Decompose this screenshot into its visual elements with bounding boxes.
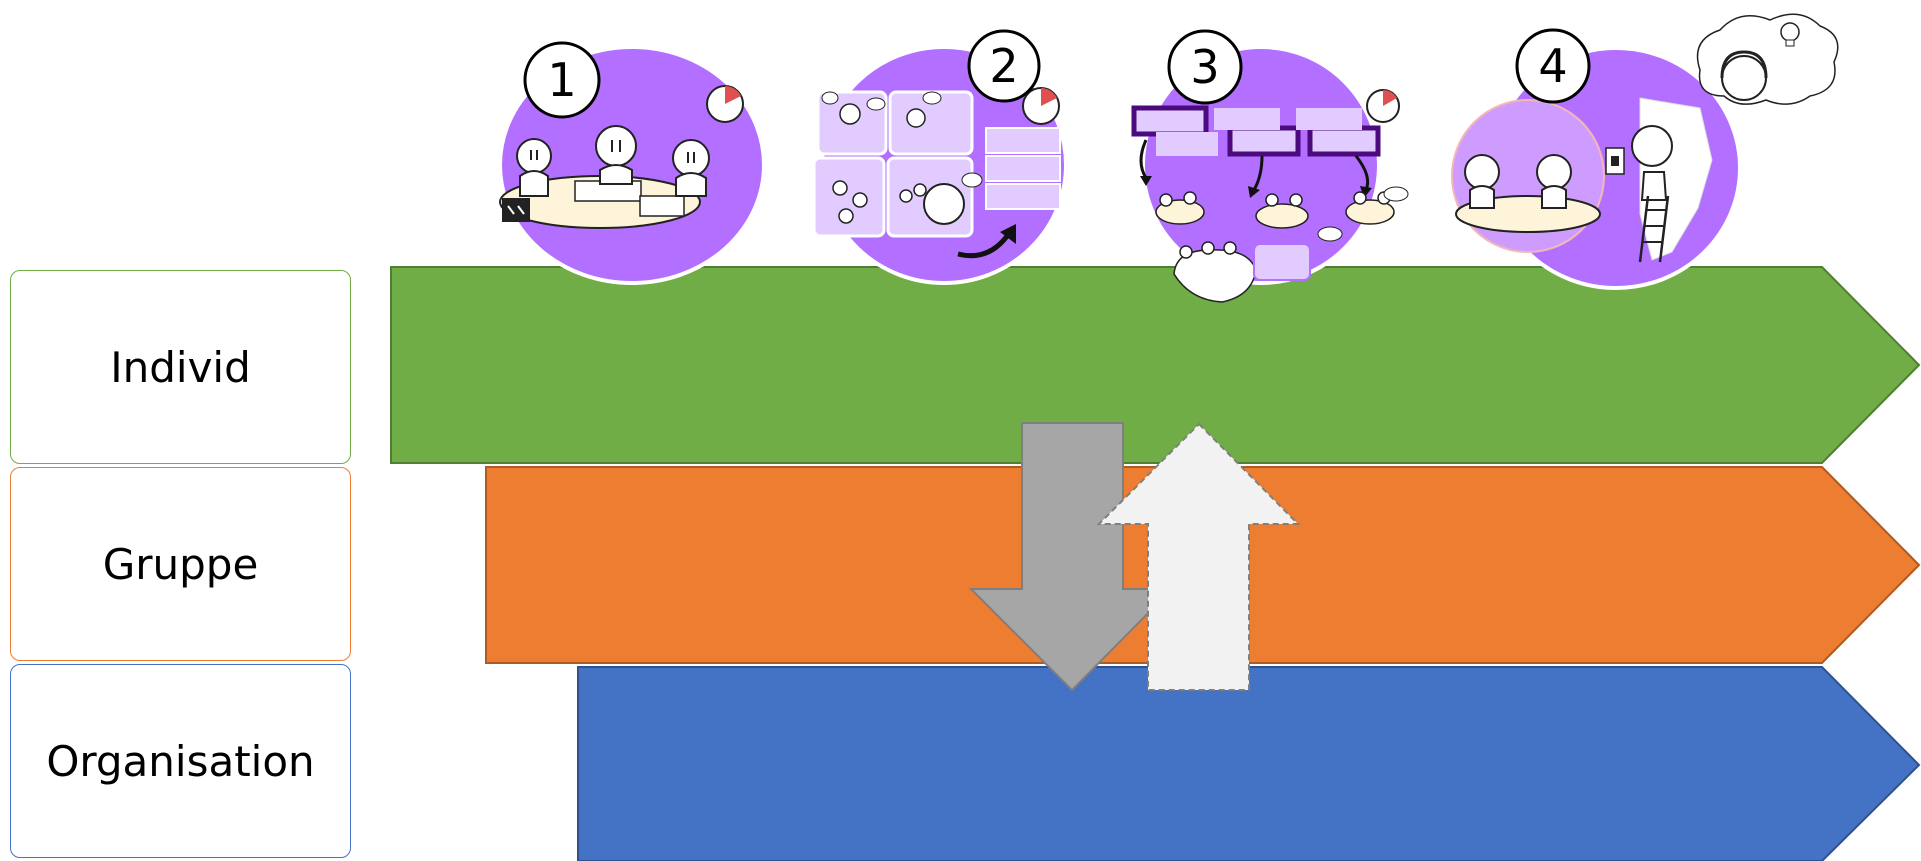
step-3-badge bbox=[1167, 29, 1243, 105]
lightbulb-icon bbox=[1780, 22, 1800, 47]
category-box bbox=[1131, 105, 1209, 137]
timer-icon bbox=[1366, 89, 1400, 123]
step-1-badge bbox=[523, 41, 601, 119]
timer-icon bbox=[706, 85, 744, 123]
step-4-badge bbox=[1515, 28, 1591, 104]
category-box bbox=[1227, 125, 1301, 157]
arrow-down-icon bbox=[968, 422, 1175, 692]
level-arrow-individ bbox=[390, 266, 1921, 464]
level-label-individ: Individ bbox=[10, 270, 351, 464]
curved-arrow-icon bbox=[957, 230, 1013, 259]
step-3-number: 3 bbox=[1190, 40, 1219, 94]
category-box bbox=[1307, 125, 1381, 157]
step-1-number: 1 bbox=[547, 53, 576, 107]
step-1: 1 bbox=[498, 41, 766, 285]
step-2: 2 bbox=[812, 29, 1068, 285]
level-label-organisation: Organisation bbox=[10, 664, 351, 858]
note-card bbox=[985, 155, 1061, 182]
person-icon bbox=[672, 139, 710, 197]
thought-bubble-icon bbox=[1696, 13, 1839, 105]
step-4-number: 4 bbox=[1538, 39, 1567, 93]
step-2-number: 2 bbox=[989, 39, 1018, 93]
arrow-up-icon bbox=[1096, 422, 1301, 691]
person-icon bbox=[516, 138, 552, 197]
timer-icon bbox=[1022, 87, 1060, 125]
level-label-individ-text: Individ bbox=[110, 342, 251, 392]
panel bbox=[812, 156, 886, 238]
step-3: 3 bbox=[1131, 29, 1409, 303]
ladder-icon bbox=[1638, 195, 1670, 263]
level-label-organisation-text: Organisation bbox=[46, 736, 315, 786]
person-icon bbox=[595, 125, 637, 185]
sign-icon bbox=[502, 198, 530, 222]
note-card bbox=[985, 183, 1061, 210]
step-4: 4 bbox=[1451, 13, 1839, 290]
note-card bbox=[985, 127, 1061, 154]
level-label-gruppe: Gruppe bbox=[10, 467, 351, 661]
step-2-badge bbox=[967, 29, 1041, 103]
level-label-gruppe-text: Gruppe bbox=[102, 539, 259, 589]
level-arrow-organisation bbox=[577, 666, 1921, 861]
